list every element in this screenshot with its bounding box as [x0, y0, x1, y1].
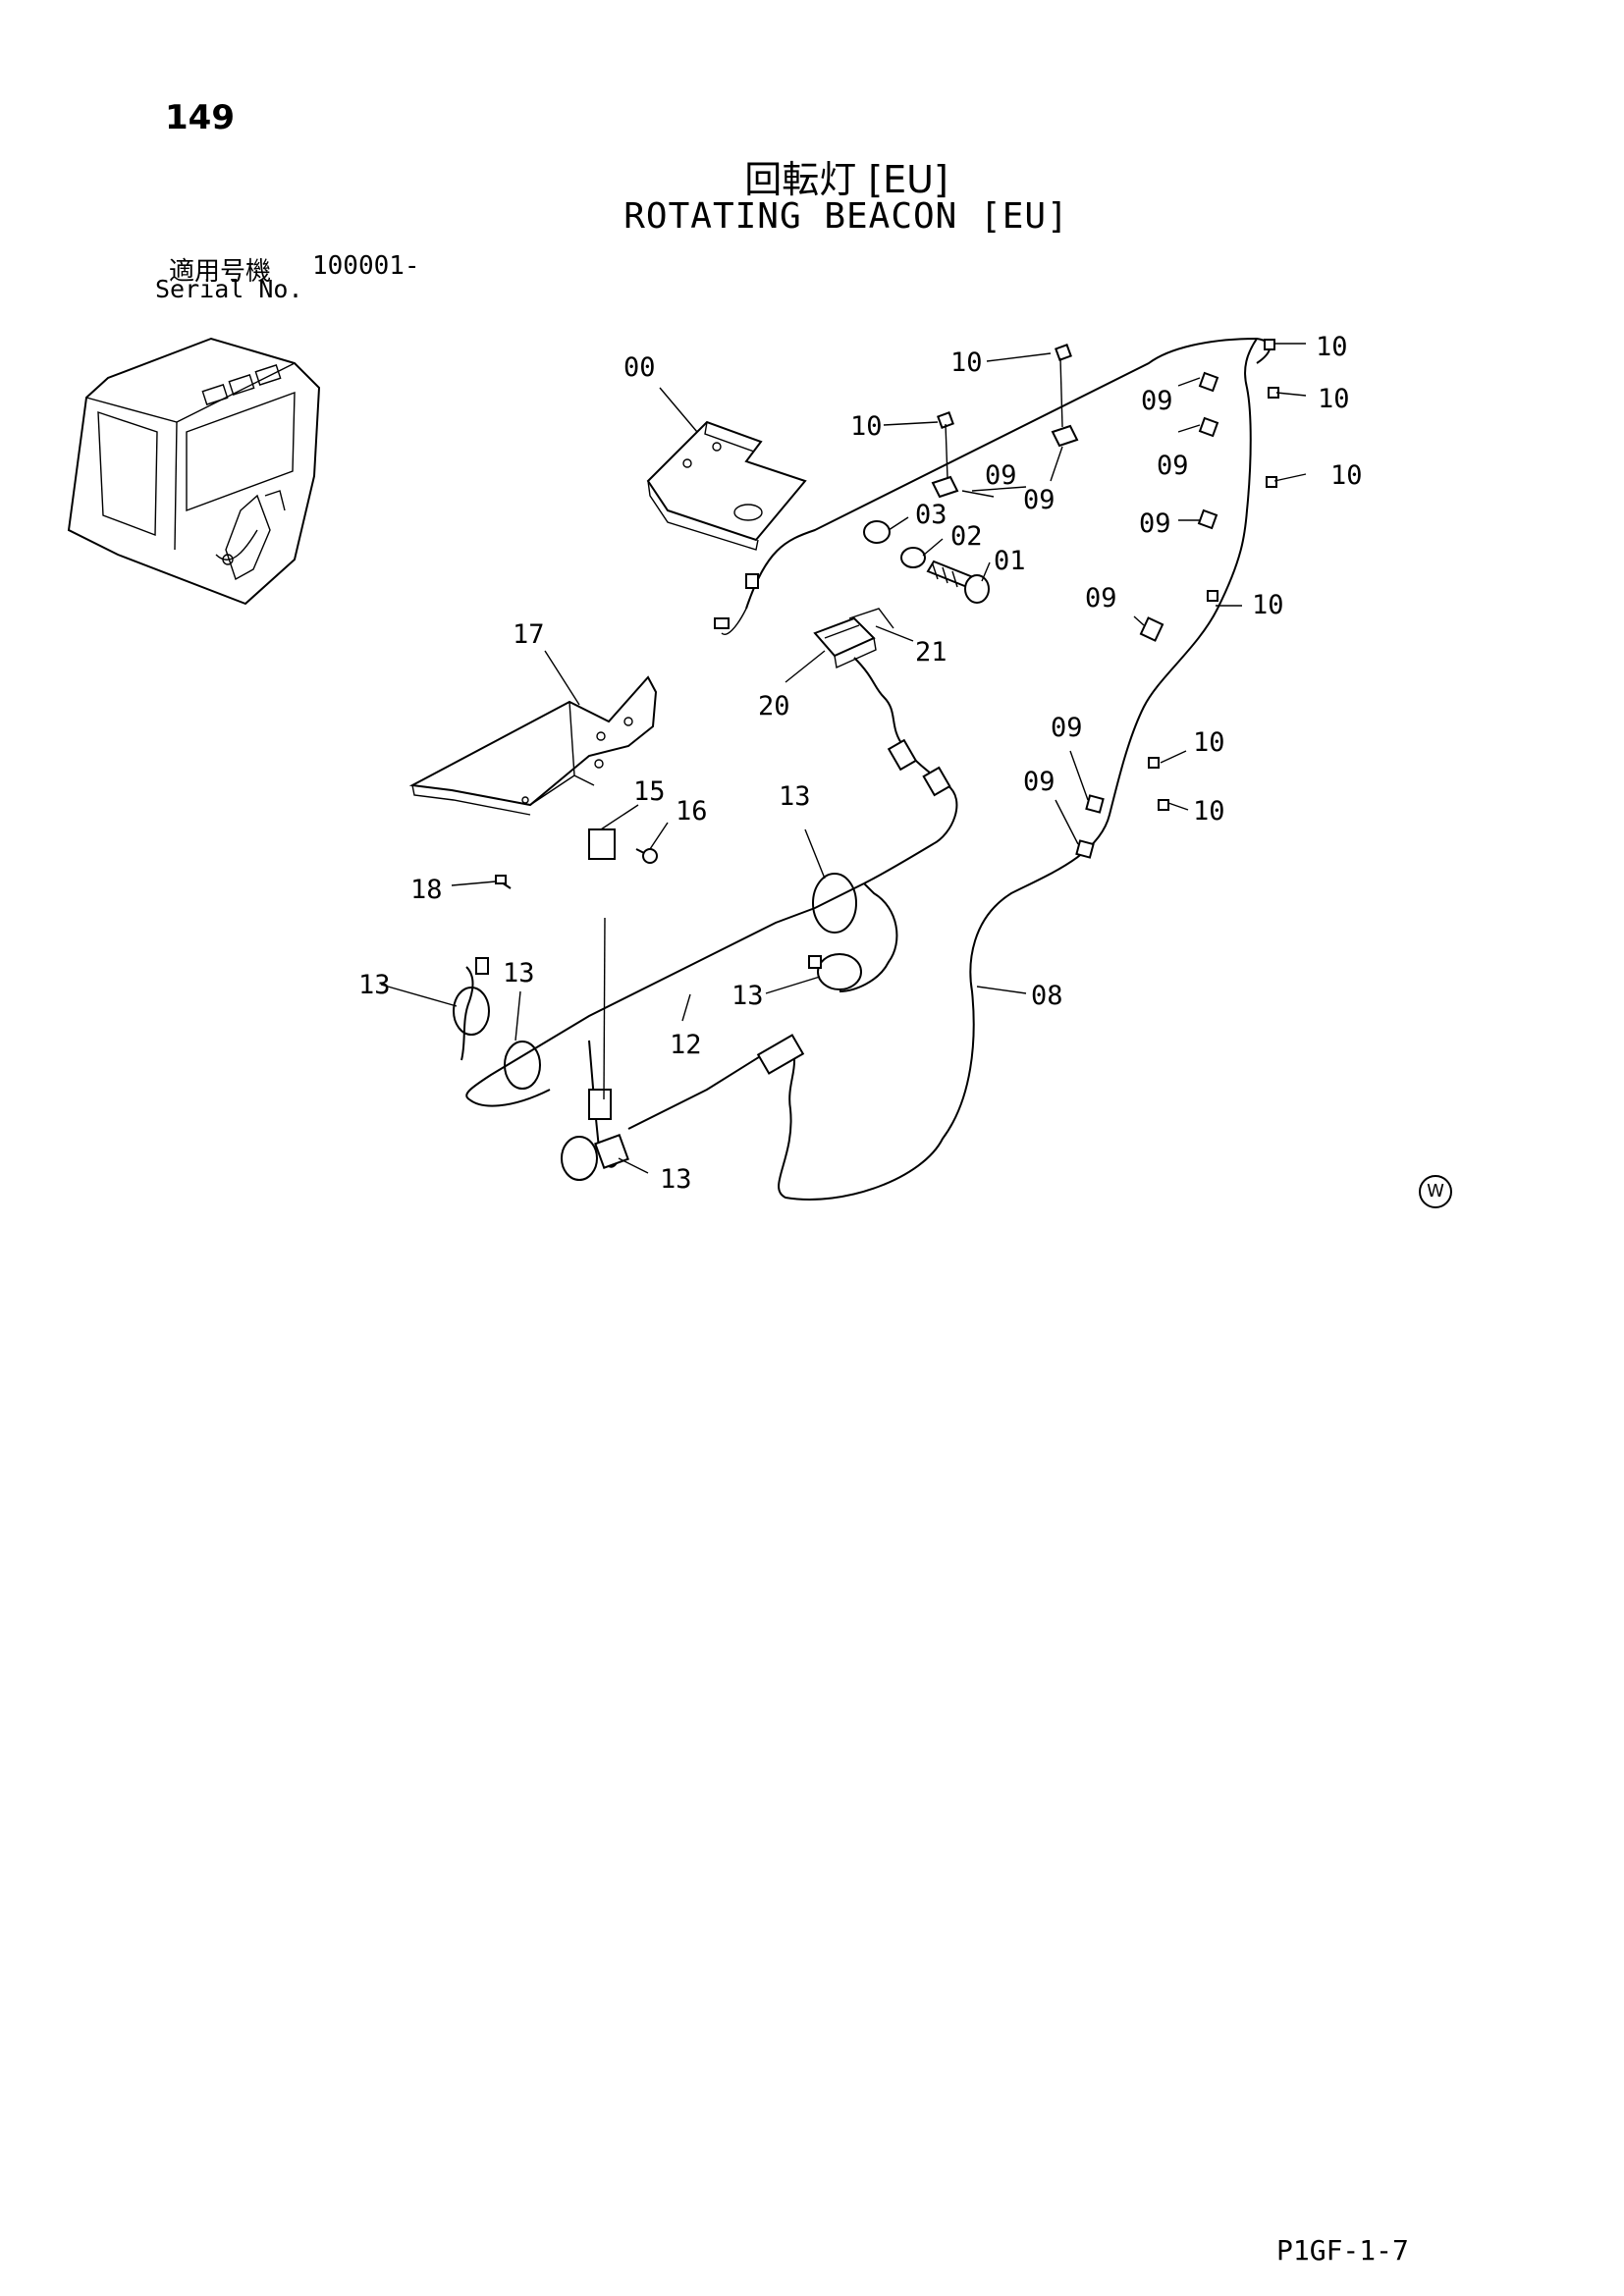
callout-10-c: 10: [1316, 332, 1348, 362]
callout-09-b: 09: [1157, 451, 1189, 481]
callout-09-h: 09: [1023, 485, 1056, 515]
part-21-bracket: [848, 608, 894, 629]
callout-10-f: 10: [1252, 590, 1284, 620]
part-02-lock-washer: [900, 547, 926, 568]
callout-15: 15: [633, 776, 666, 807]
part-16-screw: [635, 848, 658, 864]
stamp-mark: W: [1419, 1175, 1452, 1208]
callout-16: 16: [676, 796, 708, 827]
serial-label-japanese: 適用号機: [169, 257, 272, 287]
callout-13-a: 13: [779, 781, 811, 812]
callout-10-e: 10: [1330, 460, 1363, 491]
cab-location-thumbnail: [67, 337, 321, 606]
part-12-harness: [460, 882, 898, 1169]
callout-18: 18: [410, 875, 443, 905]
callout-09-g: 09: [985, 460, 1017, 491]
callout-09-e: 09: [1051, 713, 1083, 743]
callout-13-e: 13: [660, 1164, 692, 1195]
callout-09-a: 09: [1141, 386, 1173, 416]
callout-13-b: 13: [731, 981, 764, 1011]
page-code: P1GF-1-7: [1276, 2234, 1409, 2267]
part-09-pads: [931, 371, 1219, 859]
part-20-connector: [813, 616, 958, 884]
page-number: 149: [165, 98, 235, 137]
callout-20: 20: [758, 691, 790, 721]
callout-01: 01: [994, 546, 1026, 576]
part-17-bracket: [408, 675, 658, 816]
callout-00: 00: [623, 352, 656, 383]
serial-number-range: 100001-: [312, 251, 420, 281]
title-english: ROTATING BEACON [EU]: [623, 196, 1069, 237]
callout-02: 02: [950, 521, 983, 552]
part-03-washer: [863, 520, 891, 544]
callout-10-a: 10: [950, 347, 983, 378]
part-13-bands: [453, 873, 862, 1181]
callout-10-h: 10: [1193, 796, 1225, 827]
callout-10-g: 10: [1193, 727, 1225, 758]
callout-10-b: 10: [850, 411, 883, 442]
part-00-bracket: [646, 420, 807, 551]
callout-08: 08: [1031, 981, 1063, 1011]
part-15-relay: [588, 828, 616, 860]
callout-21: 21: [915, 637, 947, 667]
parts-diagram: 00 01 02 03 08 09 09 09 09 09 09 09 09 0…: [67, 332, 1363, 1201]
part-01-bolt: [926, 560, 990, 604]
title-japanese: 回転灯 [EU]: [744, 158, 948, 201]
callout-09-c: 09: [1139, 508, 1171, 539]
part-18-screw: [495, 875, 512, 889]
leader-lines: [380, 343, 1307, 1174]
callout-03: 03: [915, 500, 947, 530]
callout-13-c: 13: [358, 970, 391, 1000]
callout-10-d: 10: [1318, 384, 1350, 414]
callout-09-f: 09: [1023, 767, 1056, 797]
callout-13-d: 13: [503, 958, 535, 988]
callout-17: 17: [513, 619, 545, 650]
part-10-clips: [937, 339, 1279, 811]
serial-label-english: Serial No.: [155, 275, 303, 303]
callout-labels: 00 01 02 03 08 09 09 09 09 09 09 09 09 0…: [358, 332, 1363, 1195]
callout-09-d: 09: [1085, 583, 1117, 614]
callout-12: 12: [670, 1030, 702, 1060]
